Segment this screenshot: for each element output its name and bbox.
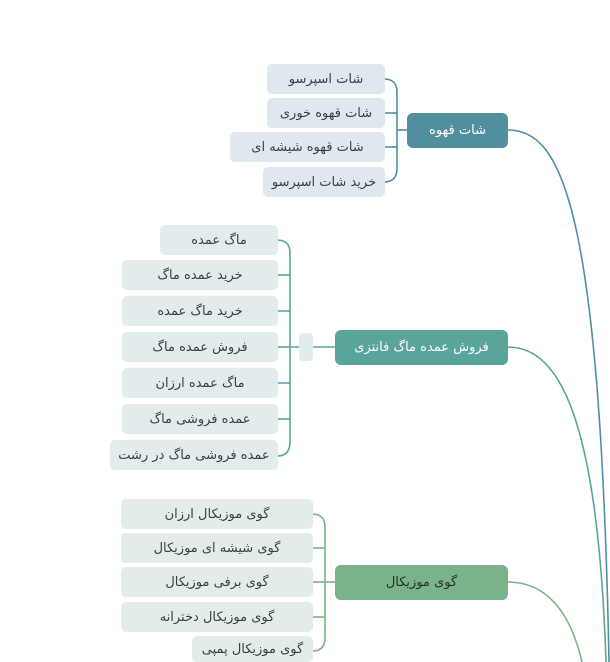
leaf-label: عمده فروشی ماگ xyxy=(149,411,251,427)
leaf-label: شات قهوه خوری xyxy=(279,105,373,121)
leaf-node[interactable]: گوی برفی موزیکال xyxy=(121,567,313,597)
leaf-node[interactable]: شات قهوه خوری xyxy=(267,98,385,128)
branch-node-mug[interactable]: فروش عمده ماگ فانتزی xyxy=(335,330,508,365)
leaf-node[interactable]: گوی موزیکال پمپی xyxy=(192,636,313,662)
branch-shot-connectors xyxy=(383,78,610,662)
leaf-node[interactable]: خرید ماگ عمده xyxy=(122,296,278,326)
leaf-label: گوی موزیکال ارزان xyxy=(164,506,270,522)
leaf-node[interactable]: گوی شیشه ای موزیکال xyxy=(121,533,313,563)
leaf-label: گوی شیشه ای موزیکال xyxy=(153,540,281,556)
leaf-label: شات اسپرسو xyxy=(288,71,364,87)
leaf-node[interactable]: خرید شات اسپرسو xyxy=(263,167,385,197)
leaf-label: خرید عمده ماگ xyxy=(157,267,243,283)
leaf-label: خرید ماگ عمده xyxy=(157,303,243,319)
leaf-node[interactable]: گوی موزیکال ارزان xyxy=(121,499,313,529)
leaf-node[interactable]: خرید عمده ماگ xyxy=(122,260,278,290)
branch-label: فروش عمده ماگ فانتزی xyxy=(354,340,489,355)
branch-label: گوی موزیکال xyxy=(385,575,458,590)
branch-node-globe[interactable]: گوی موزیکال xyxy=(335,565,508,600)
leaf-node[interactable]: شات قهوه شیشه ای xyxy=(230,132,385,162)
leaf-label: گوی برفی موزیکال xyxy=(165,574,269,590)
leaf-label: گوی موزیکال پمپی xyxy=(201,641,304,657)
leaf-label: فروش عمده ماگ xyxy=(152,339,248,355)
leaf-label: ماگ عمده xyxy=(191,232,247,248)
branch-node-shot[interactable]: شات قهوه xyxy=(407,113,508,148)
leaf-node[interactable]: عمده فروشی ماگ در رشت xyxy=(110,440,278,470)
collapse-toggle[interactable] xyxy=(299,333,313,361)
leaf-node[interactable]: فروش عمده ماگ xyxy=(122,332,278,362)
leaf-node[interactable]: شات اسپرسو xyxy=(267,64,385,94)
leaf-node[interactable]: گوی موزیکال دخترانه xyxy=(121,602,313,632)
leaf-node[interactable]: ماگ عمده ارزان xyxy=(122,368,278,398)
branch-globe-connectors xyxy=(311,513,583,662)
leaf-label: عمده فروشی ماگ در رشت xyxy=(118,447,270,463)
leaf-label: ماگ عمده ارزان xyxy=(155,375,245,391)
leaf-node[interactable]: عمده فروشی ماگ xyxy=(122,404,278,434)
leaf-label: خرید شات اسپرسو xyxy=(271,174,377,190)
branch-mug-connectors xyxy=(276,239,607,662)
leaf-node[interactable]: ماگ عمده xyxy=(160,225,278,255)
branch-label: شات قهوه xyxy=(429,123,486,138)
leaf-label: گوی موزیکال دخترانه xyxy=(159,609,275,625)
leaf-label: شات قهوه شیشه ای xyxy=(251,139,364,155)
